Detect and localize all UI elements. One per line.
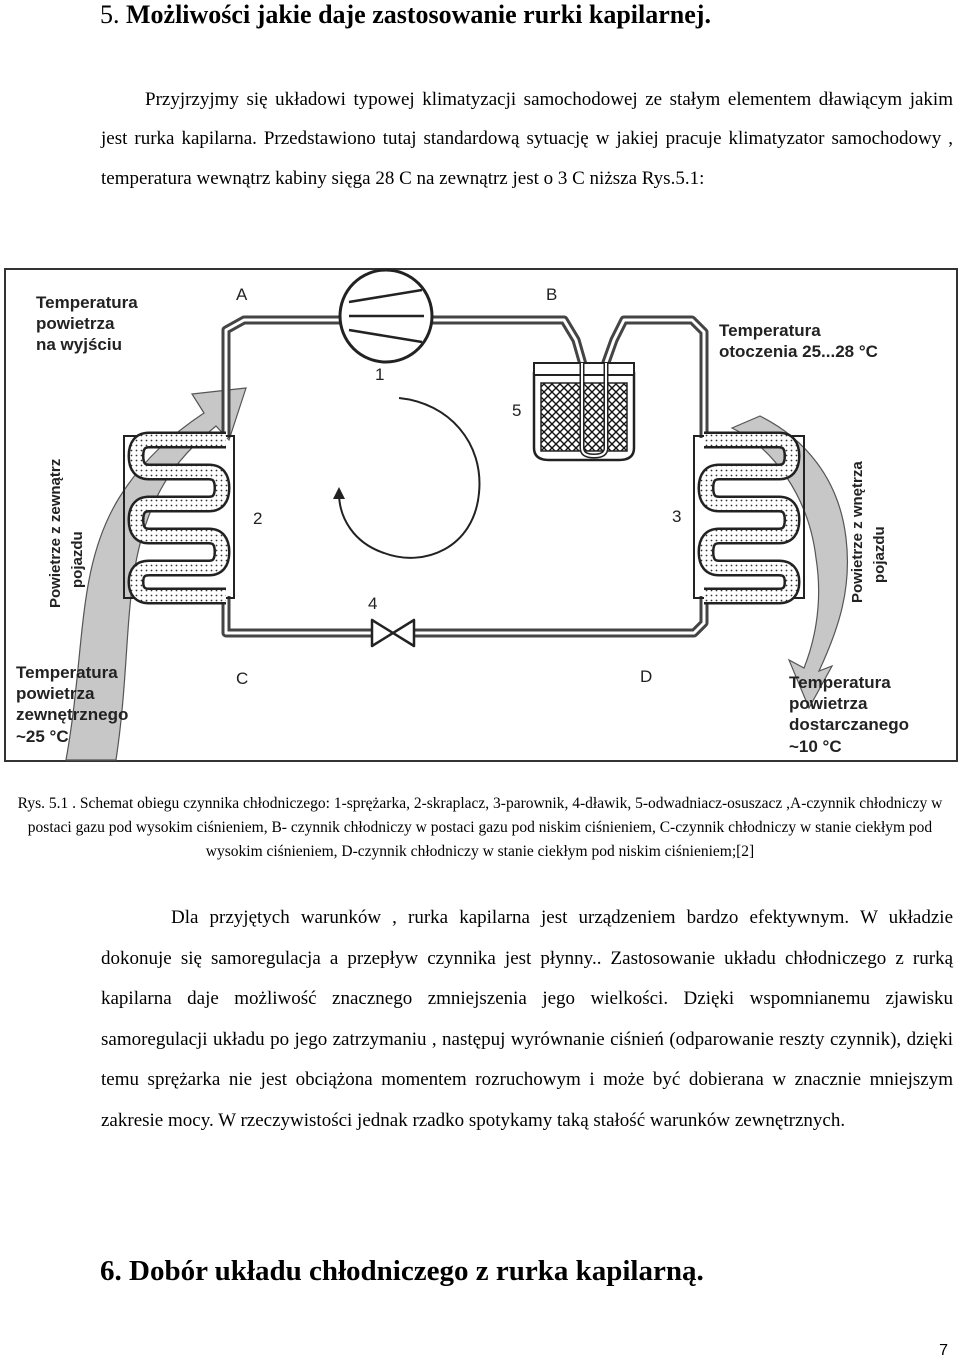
section-title: Możliwości jakie daje zastosowanie rurki… xyxy=(126,0,711,29)
receiver-drier xyxy=(532,362,636,462)
refrigerant-cycle-diagram: Temperatura powietrza na wyjściu Tempera… xyxy=(4,268,958,762)
air-from-outside-vehicle-label: Powietrze z zewnątrz pojazdu xyxy=(47,455,86,608)
component-1-label: 1 xyxy=(375,365,384,384)
compressor xyxy=(338,268,434,364)
outside-air-temperature-label: Temperatura powietrza zewnętrznego ~25 °… xyxy=(16,663,133,746)
section-6-heading: 6. Dobór układu chłodniczego z rurka kap… xyxy=(100,1255,704,1288)
figure-frame xyxy=(4,268,958,762)
condenser xyxy=(123,431,235,605)
component-5-label: 5 xyxy=(512,401,521,420)
section-number: 6. xyxy=(100,1255,122,1287)
air-from-inside-vehicle-label: Powietrze z wnętrza pojazdu xyxy=(849,457,888,603)
page-number: 7 xyxy=(939,1342,948,1359)
section-title: Dobór układu chłodniczego z rurka kapila… xyxy=(129,1255,704,1287)
section-5-heading: 5. Możliwości jakie daje zastosowanie ru… xyxy=(100,0,711,30)
body-paragraph: Dla przyjętych warunków , rurka kapilarn… xyxy=(101,907,953,1131)
figure-caption: Rys. 5.1 . Schemat obiegu czynnika chłod… xyxy=(17,795,943,860)
component-4-label: 4 xyxy=(368,594,377,613)
left-air-flow-arrow xyxy=(65,387,247,761)
outlet-air-temperature-label: Temperatura powietrza na wyjściu xyxy=(36,293,142,354)
intro-paragraph: Przyjrzyjmy się układowi typowej klimaty… xyxy=(101,89,953,189)
point-b-label: B xyxy=(546,285,557,304)
point-d-label: D xyxy=(640,667,652,686)
evaporator xyxy=(693,431,805,605)
ambient-temperature-label: Temperatura otoczenia 25...28 °C xyxy=(719,321,878,361)
component-2-label: 2 xyxy=(253,509,262,528)
component-3-label: 3 xyxy=(672,507,681,526)
supplied-air-temperature-label: Temperatura powietrza dostarczanego ~10 … xyxy=(789,673,914,756)
circulation-arrow xyxy=(333,397,481,559)
point-a-label: A xyxy=(236,285,248,304)
expansion-valve xyxy=(370,618,416,648)
section-number: 5. xyxy=(100,0,120,29)
point-c-label: C xyxy=(236,669,248,688)
